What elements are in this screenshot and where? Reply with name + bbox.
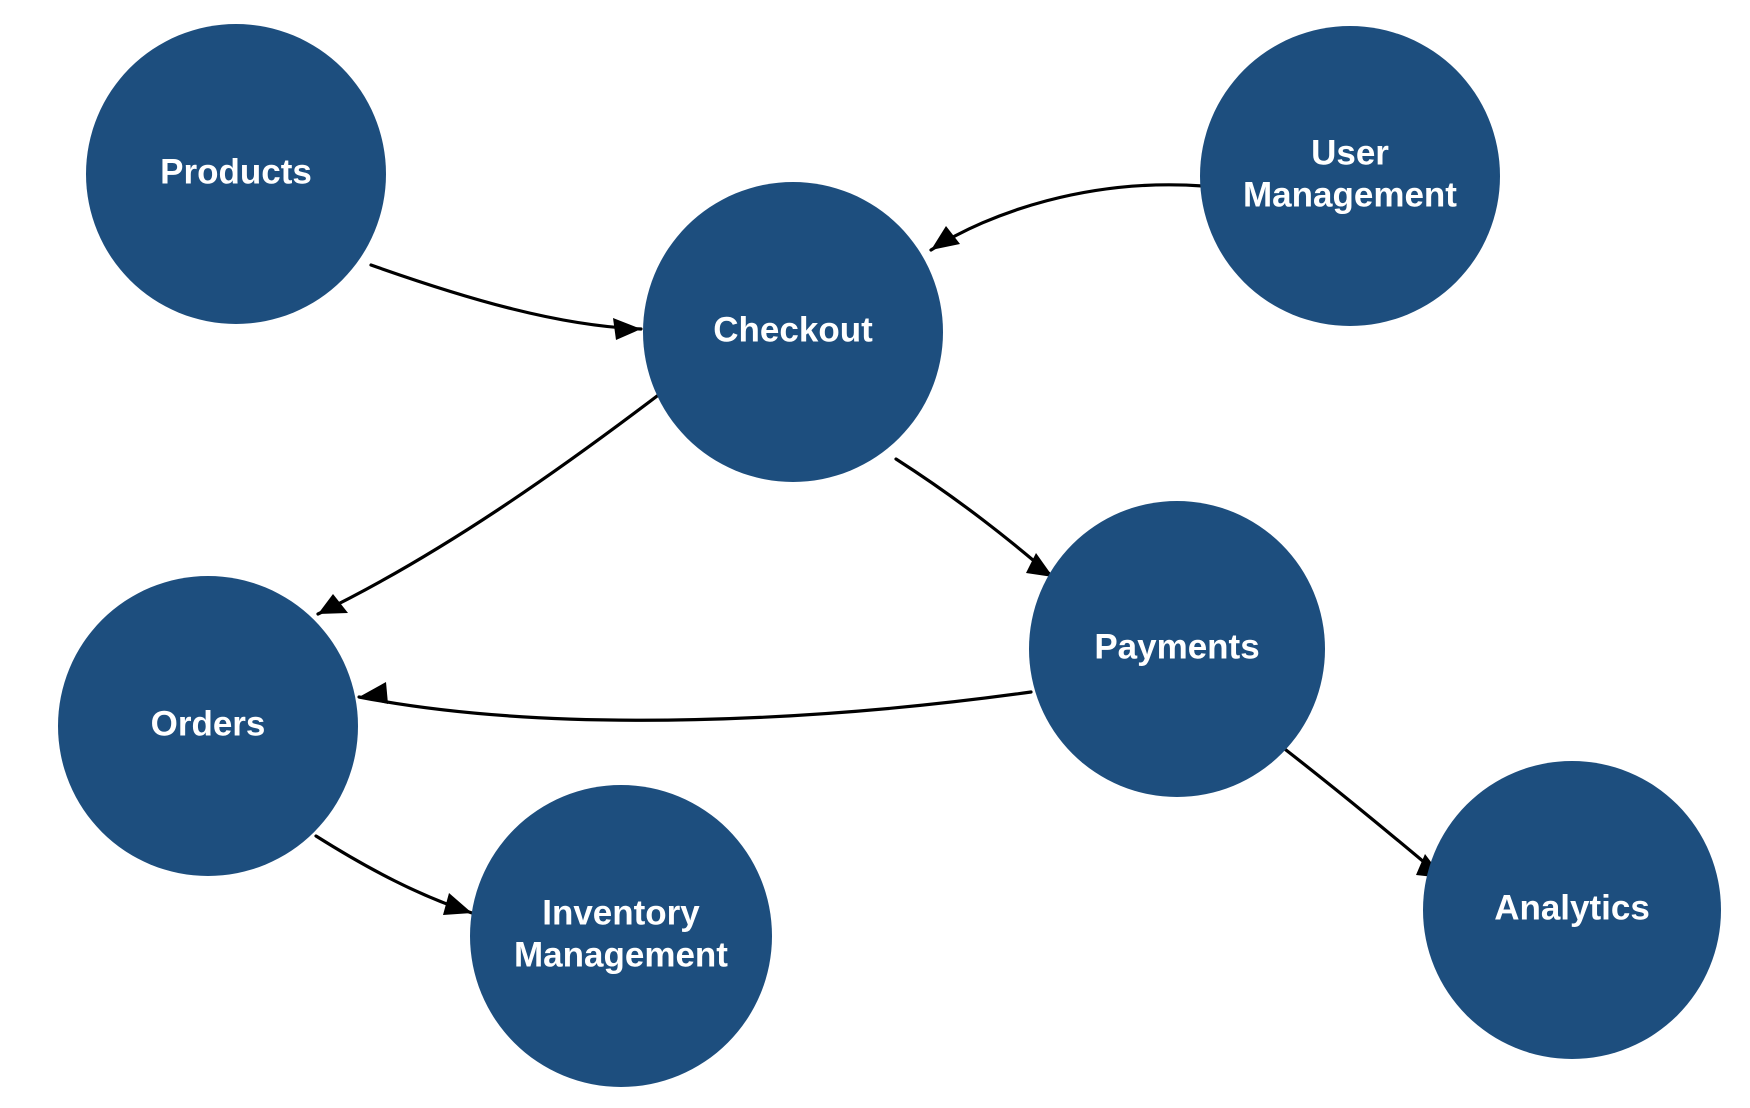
edge-checkout-to-payments — [894, 457, 1055, 579]
edge-checkout-to-orders — [316, 388, 667, 616]
edges-layer — [314, 183, 1445, 915]
arrowhead-icon — [1026, 553, 1053, 577]
edge-orders-to-inventory-management — [314, 834, 474, 915]
node-payments[interactable]: Payments — [1029, 501, 1325, 797]
node-orders[interactable]: Orders — [58, 576, 358, 876]
edge-line — [894, 457, 1055, 579]
edge-user-management-to-checkout — [929, 183, 1205, 252]
arrowhead-icon — [443, 893, 472, 915]
arrowhead-icon — [359, 682, 388, 704]
node-shape[interactable] — [1200, 26, 1500, 326]
edge-payments-to-analytics — [1284, 748, 1445, 880]
node-shape[interactable] — [58, 576, 358, 876]
arrowhead-icon — [318, 594, 348, 614]
edge-line — [357, 690, 1033, 722]
node-shape[interactable] — [1423, 761, 1721, 1059]
node-shape[interactable] — [470, 785, 772, 1087]
node-analytics[interactable]: Analytics — [1423, 761, 1721, 1059]
node-shape[interactable] — [86, 24, 386, 324]
node-checkout[interactable]: Checkout — [643, 182, 943, 482]
edge-line — [929, 183, 1205, 252]
node-shape[interactable] — [643, 182, 943, 482]
node-products[interactable]: Products — [86, 24, 386, 324]
arrowhead-icon — [931, 226, 960, 250]
edge-line — [369, 263, 643, 331]
edge-payments-to-orders — [357, 682, 1033, 722]
arrowhead-icon — [613, 318, 641, 340]
node-shape[interactable] — [1029, 501, 1325, 797]
edge-line — [316, 388, 667, 616]
edge-products-to-checkout — [369, 263, 643, 340]
edge-line — [1284, 748, 1445, 880]
